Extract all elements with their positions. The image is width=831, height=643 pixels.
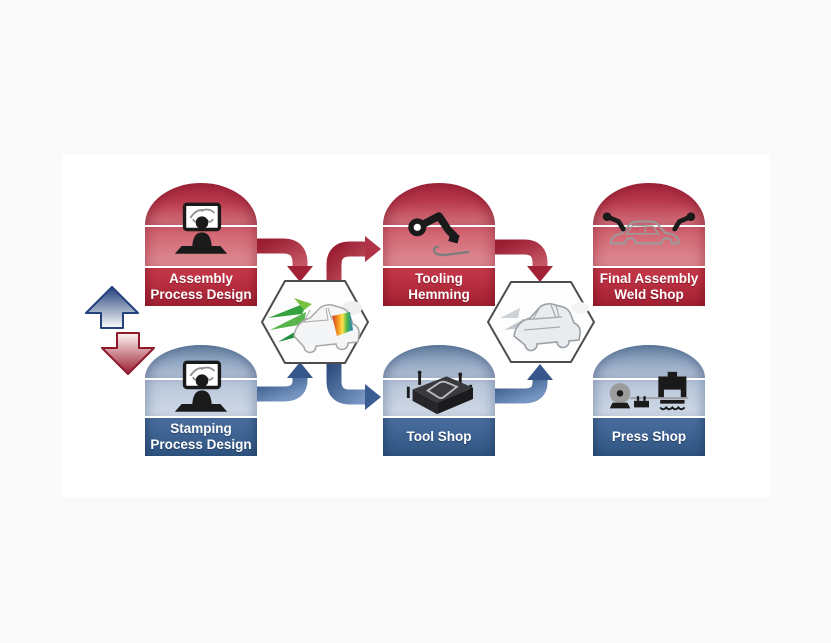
silver-car-body-image [500,302,589,352]
arrow-toolshop-to-hexagon [495,364,553,404]
node-label: Stamping Process Design [145,418,257,456]
node-label: Tool Shop [383,418,495,456]
node-stamping-process-design: Stamping Process Design [145,345,257,458]
node-tool-shop: Tool Shop [383,345,495,458]
feedback-down-arrow [101,332,155,375]
arrow-hexagon-to-tooling [326,236,381,281]
arrow-hexagon-to-toolshop [326,363,381,410]
feedback-up-arrow [85,286,139,329]
colored-simulation-car-image [268,298,362,354]
arrow-tooling-to-hexagon [495,239,553,282]
node-label: Tooling Hemming [383,268,495,306]
node-assembly-process-design: Assembly Process Design [145,183,257,308]
workstation-icon [174,202,228,254]
stamping-die-icon [406,370,473,415]
node-final-assembly-weld-shop: Final Assembly Weld Shop [593,183,705,308]
weld-car-icon [602,212,696,245]
node-label: Final Assembly Weld Shop [593,268,705,306]
arrow-assembly-to-hexagon [257,238,313,282]
node-press-shop: Press Shop [593,345,705,458]
node-label: Press Shop [593,418,705,456]
node-label: Assembly Process Design [145,268,257,306]
robot-arm-icon [408,212,470,257]
arrow-stamping-to-hexagon [257,362,313,402]
press-line-icon [609,371,689,411]
workstation-icon [174,360,228,412]
node-tooling-hemming: Tooling Hemming [383,183,495,308]
